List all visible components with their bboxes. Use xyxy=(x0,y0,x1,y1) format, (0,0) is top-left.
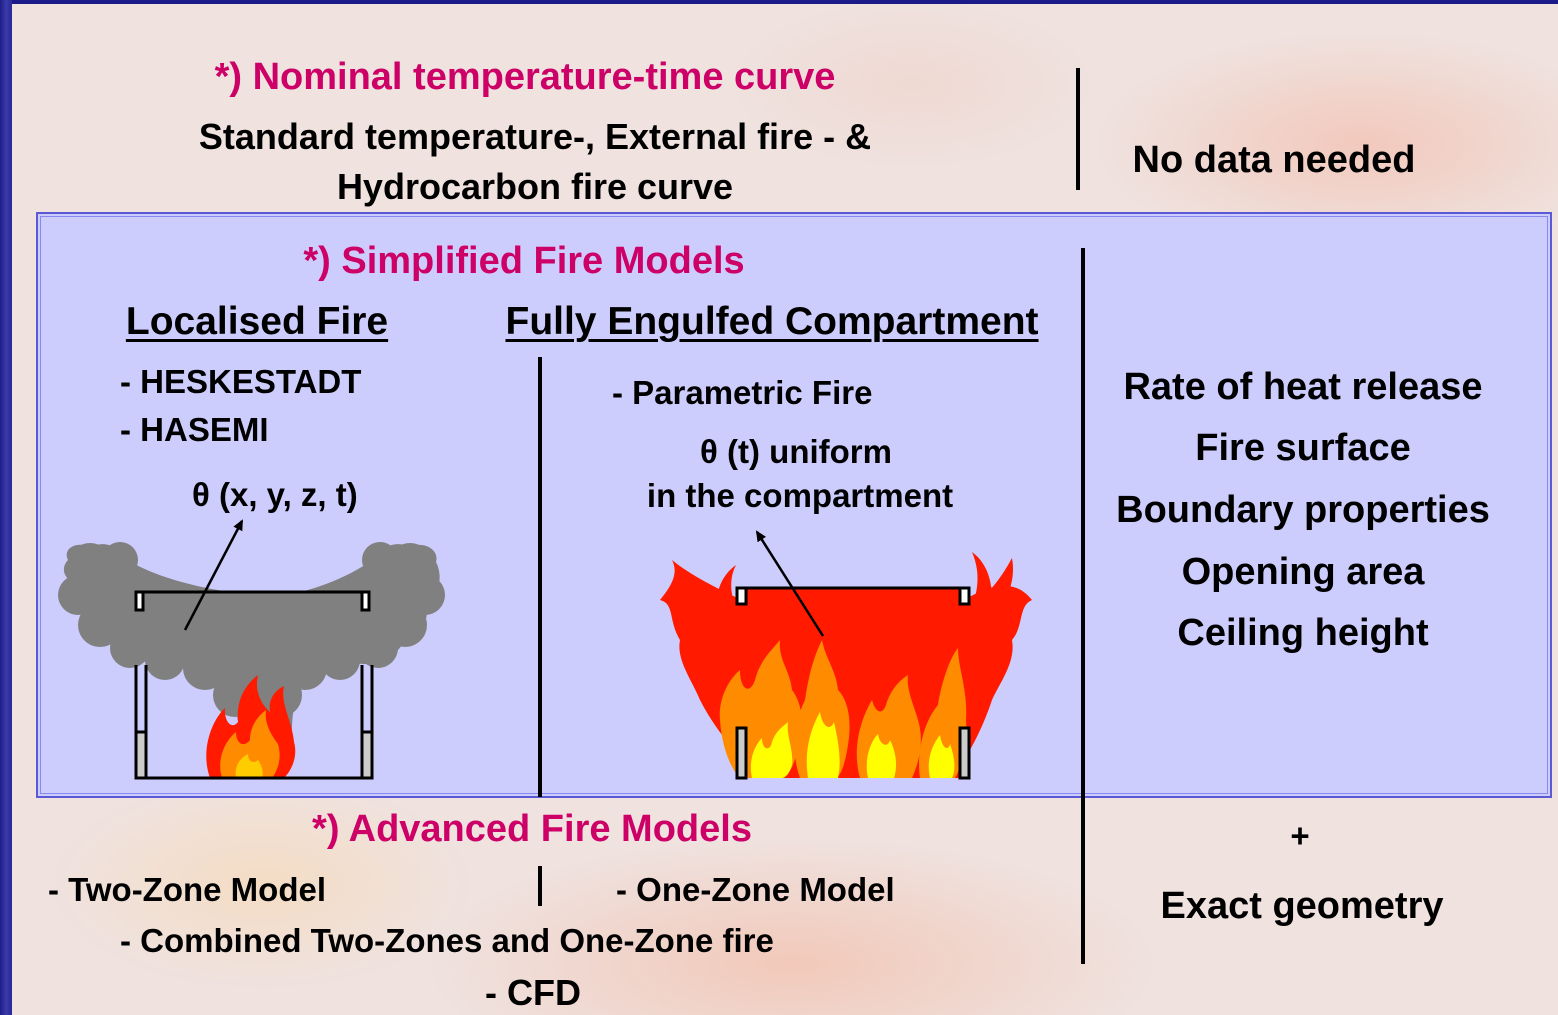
engulfed-item-parametric: - Parametric Fire xyxy=(612,374,873,411)
advanced-two-zone: - Two-Zone Model xyxy=(48,871,327,908)
engulfed-compartment xyxy=(735,586,971,780)
advanced-title: *) Advanced Fire Models xyxy=(312,808,752,850)
engulfed-compartment-heading: Fully Engulfed Compartment xyxy=(505,300,1039,343)
localised-theta-label: θ (x, y, z, t) xyxy=(192,476,358,513)
engulfed-theta-line-1: θ (t) uniform xyxy=(700,433,892,470)
localised-fire-illustration xyxy=(58,519,445,780)
advanced-divider xyxy=(538,866,542,906)
advanced-one-zone: - One-Zone Model xyxy=(616,871,895,908)
data-ceiling-height: Ceiling height xyxy=(1177,612,1429,654)
nominal-data-needed: No data needed xyxy=(1132,139,1416,181)
localised-theta-arrow xyxy=(183,519,244,631)
data-boundary-properties: Boundary properties xyxy=(1116,489,1490,531)
nominal-divider xyxy=(1076,68,1080,190)
data-rate-of-heat-release: Rate of heat release xyxy=(1123,366,1483,408)
engulfed-fire-illustration xyxy=(660,530,1032,780)
nominal-line-1: Standard temperature-, External fire - & xyxy=(198,116,872,157)
localised-flame xyxy=(206,675,296,778)
inner-flames xyxy=(750,712,955,778)
nominal-line-2: Hydrocarbon fire curve xyxy=(336,166,734,207)
localised-compartment xyxy=(134,590,374,780)
data-fire-surface: Fire surface xyxy=(1195,427,1411,469)
advanced-cfd: - CFD xyxy=(485,972,581,1013)
plus-sign: + xyxy=(1290,817,1310,854)
data-column-divider xyxy=(1081,248,1085,964)
localised-item-hasemi: - HASEMI xyxy=(120,411,269,448)
data-opening-area: Opening area xyxy=(1181,551,1425,593)
engulfed-theta-arrow xyxy=(755,530,825,637)
simplified-column-divider xyxy=(538,357,542,797)
advanced-combined: - Combined Two-Zones and One-Zone fire xyxy=(120,922,774,959)
data-exact-geometry: Exact geometry xyxy=(1160,885,1444,927)
nominal-title: *) Nominal temperature-time curve xyxy=(214,56,836,98)
simplified-title: *) Simplified Fire Models xyxy=(303,240,745,282)
localised-fire-heading: Localised Fire xyxy=(125,300,389,343)
engulfed-theta-line-2: in the compartment xyxy=(646,477,954,514)
localised-item-heskestadt: - HESKESTADT xyxy=(120,363,362,400)
